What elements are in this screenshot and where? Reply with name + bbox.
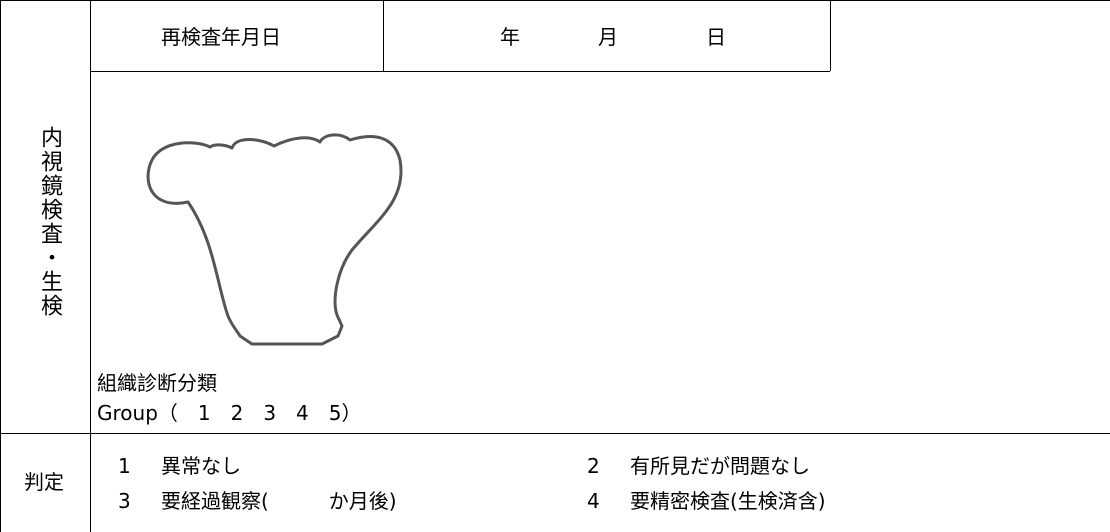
header-bottom-line: [90, 71, 830, 72]
option-number: 3: [118, 489, 131, 513]
section-label-endoscopy-biopsy: 内視鏡検査・生検: [37, 126, 62, 318]
option-no-abnormality[interactable]: 異常なし: [161, 454, 241, 478]
option-number: 4: [587, 489, 600, 513]
option-number: 1: [118, 454, 131, 478]
biopsy-classification-label: 組織診断分類: [97, 371, 217, 395]
option-detailed-exam[interactable]: 要精密検査(生検済含): [630, 489, 826, 513]
header-divider-2: [830, 0, 831, 71]
date-year-label: 年: [500, 25, 520, 49]
date-input-area[interactable]: [384, 1, 830, 71]
recheck-date-label: 再検査年月日: [161, 25, 281, 49]
left-border: [0, 0, 1, 532]
date-month-label: 月: [598, 25, 618, 49]
group-selection[interactable]: Group（ 1 2 3 4 5）: [97, 401, 362, 425]
header-blank-cell[interactable]: [831, 1, 1110, 71]
header-divider-1: [383, 0, 384, 71]
judgment-top-line: [0, 433, 1110, 434]
date-day-label: 日: [706, 25, 726, 49]
stomach-outline-icon: [146, 133, 403, 346]
top-border: [0, 0, 1110, 1]
label-column-line: [90, 0, 91, 532]
option-number: 2: [587, 454, 600, 478]
option-finding-no-problem[interactable]: 有所見だが問題なし: [630, 454, 810, 478]
judgment-label: 判定: [24, 470, 64, 494]
option-follow-up-observation[interactable]: 要経過観察( か月後): [161, 489, 397, 513]
